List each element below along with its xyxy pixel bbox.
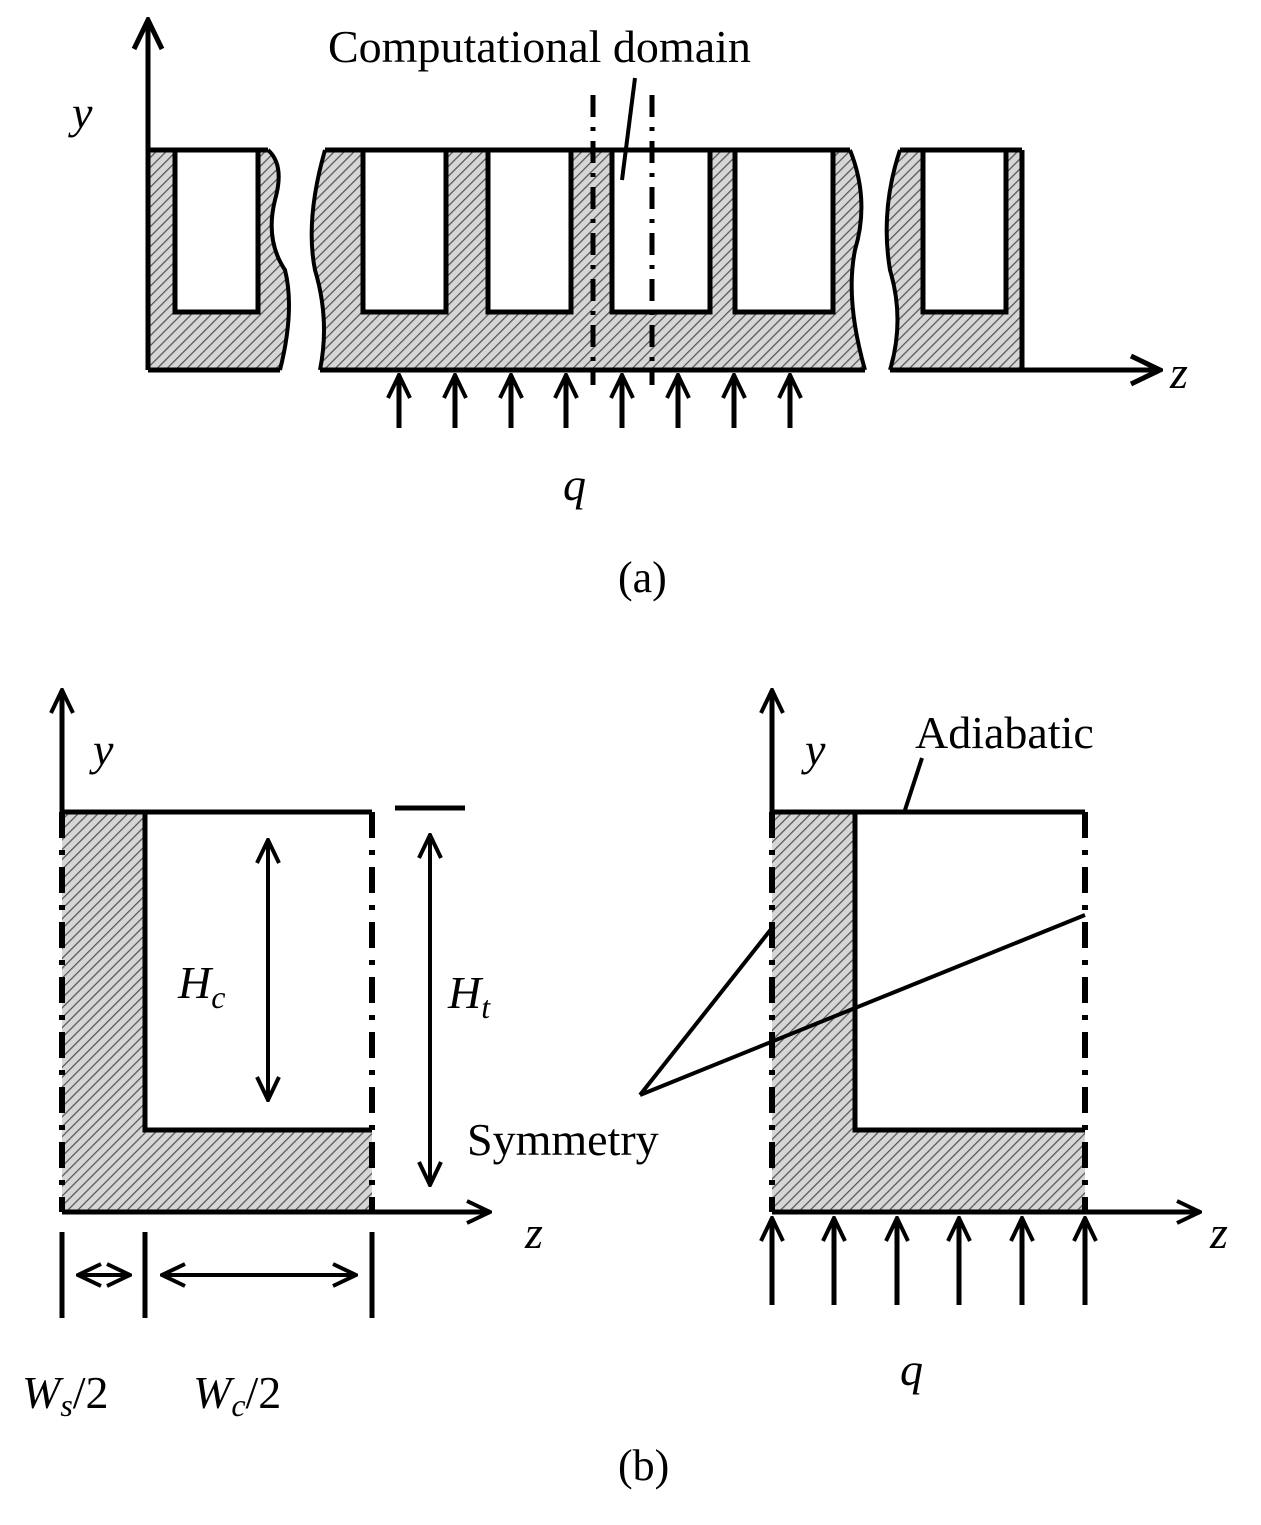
hc-label: Hc <box>177 957 225 1015</box>
channel <box>360 147 449 315</box>
z-axis-label: z <box>1209 1207 1228 1258</box>
symmetry-label: Symmetry <box>467 1114 659 1165</box>
channel <box>485 147 574 315</box>
solid-region <box>772 812 1085 1212</box>
caption-b: (b) <box>618 1441 669 1490</box>
ws-label: Ws/2 <box>22 1367 109 1423</box>
z-axis-label: z <box>1169 347 1188 398</box>
heat-flux-label: q <box>563 459 586 510</box>
solid-region <box>62 812 372 1212</box>
heat-flux-arrows <box>772 1218 1085 1305</box>
panel-b-right: y z Adiabatic Symmetry q <box>467 690 1228 1395</box>
y-axis-label: y <box>801 724 826 775</box>
y-axis-label: y <box>68 87 93 138</box>
adiabatic-label: Adiabatic <box>915 707 1094 758</box>
ht-label: Ht <box>447 967 491 1025</box>
heat-flux-arrows <box>399 375 790 428</box>
wc-label: Wc/2 <box>193 1367 281 1423</box>
channel <box>920 147 1009 315</box>
channel <box>609 147 713 315</box>
heat-sink-middle-piece <box>311 150 866 370</box>
channel <box>172 147 261 315</box>
z-axis-label: z <box>524 1207 543 1258</box>
computational-domain-label: Computational domain <box>328 21 751 72</box>
panel-a: y z Computational domain q (a) <box>68 20 1188 602</box>
channel <box>732 147 836 315</box>
caption-a: (a) <box>618 553 667 602</box>
panel-b-left: y z Hc Ht Ws/2 Wc/2 <box>22 690 543 1423</box>
y-axis-label: y <box>89 724 114 775</box>
heat-flux-label: q <box>900 1344 923 1395</box>
